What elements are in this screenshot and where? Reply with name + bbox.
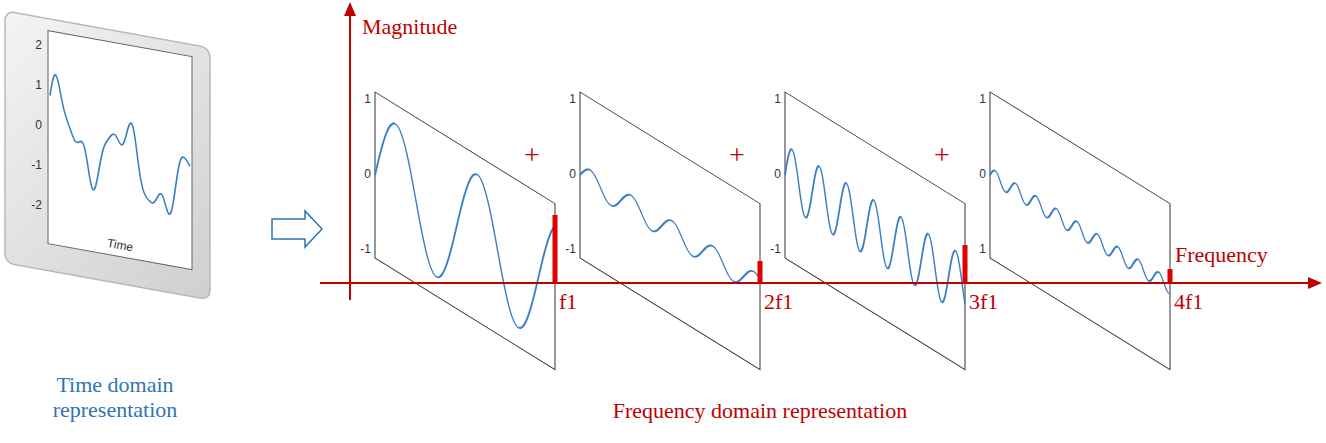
frequency-axis <box>320 282 1310 284</box>
text-label: 3f1 <box>969 289 998 314</box>
text-label: Frequency <box>1175 242 1268 267</box>
text-label: 4f1 <box>1174 289 1203 314</box>
axis-label: 0 <box>569 168 576 182</box>
panel-frame <box>785 92 965 370</box>
magnitude-bar <box>553 215 558 283</box>
axis-label: 1 <box>774 93 781 107</box>
text-label: + <box>934 139 950 171</box>
axis-label: -1 <box>770 243 781 257</box>
axis-label: 0 <box>774 168 781 182</box>
harmonic-wave <box>580 164 760 298</box>
magnitude-axis <box>349 14 351 300</box>
axis-label: 1 <box>569 93 576 107</box>
axis-label: 0 <box>364 168 371 182</box>
axis-label: -1 <box>31 159 42 173</box>
text-label: Time domain representation <box>35 372 195 423</box>
harmonic-wave <box>375 111 555 350</box>
harmonic-panel <box>990 92 1170 370</box>
panel-frame <box>990 92 1170 370</box>
axis-label: -2 <box>31 199 42 213</box>
axis-label: 0 <box>35 119 42 133</box>
harmonic-panel <box>375 92 555 370</box>
transform-arrow <box>272 211 322 247</box>
axis-label: 1 <box>979 243 986 257</box>
axis-label: Time <box>106 237 134 255</box>
magnitude-bar <box>758 261 763 283</box>
monitor-frame <box>5 11 210 300</box>
text-label: Magnitude <box>362 14 457 39</box>
harmonic-wave <box>785 145 965 317</box>
harmonic-wave <box>990 168 1170 295</box>
axis-label: 1 <box>364 93 371 107</box>
frequency-panels <box>375 92 1173 370</box>
text-label: f1 <box>559 289 577 314</box>
magnitude-bar <box>1168 269 1173 283</box>
plot-area <box>48 31 192 270</box>
axis-label: -1 <box>360 243 371 257</box>
harmonic-panel <box>580 92 760 370</box>
axis-arrowhead <box>344 2 356 16</box>
text-label: + <box>729 139 745 171</box>
axis-label: 1 <box>35 79 42 93</box>
text-label: 2f1 <box>764 289 793 314</box>
axis-label: 0 <box>979 168 986 182</box>
text-label: Frequency domain representation <box>613 398 907 423</box>
axis-arrowhead <box>1308 277 1322 289</box>
panel-frame <box>580 92 760 370</box>
magnitude-bar <box>963 245 968 283</box>
harmonic-panel <box>785 92 965 370</box>
axis-label: -1 <box>565 243 576 257</box>
axis-label: 1 <box>979 93 986 107</box>
text-label: + <box>524 139 540 171</box>
panel-frame <box>375 92 555 370</box>
time-panel <box>5 11 210 300</box>
time-signal <box>50 74 190 218</box>
axis-label: 2 <box>35 39 42 53</box>
